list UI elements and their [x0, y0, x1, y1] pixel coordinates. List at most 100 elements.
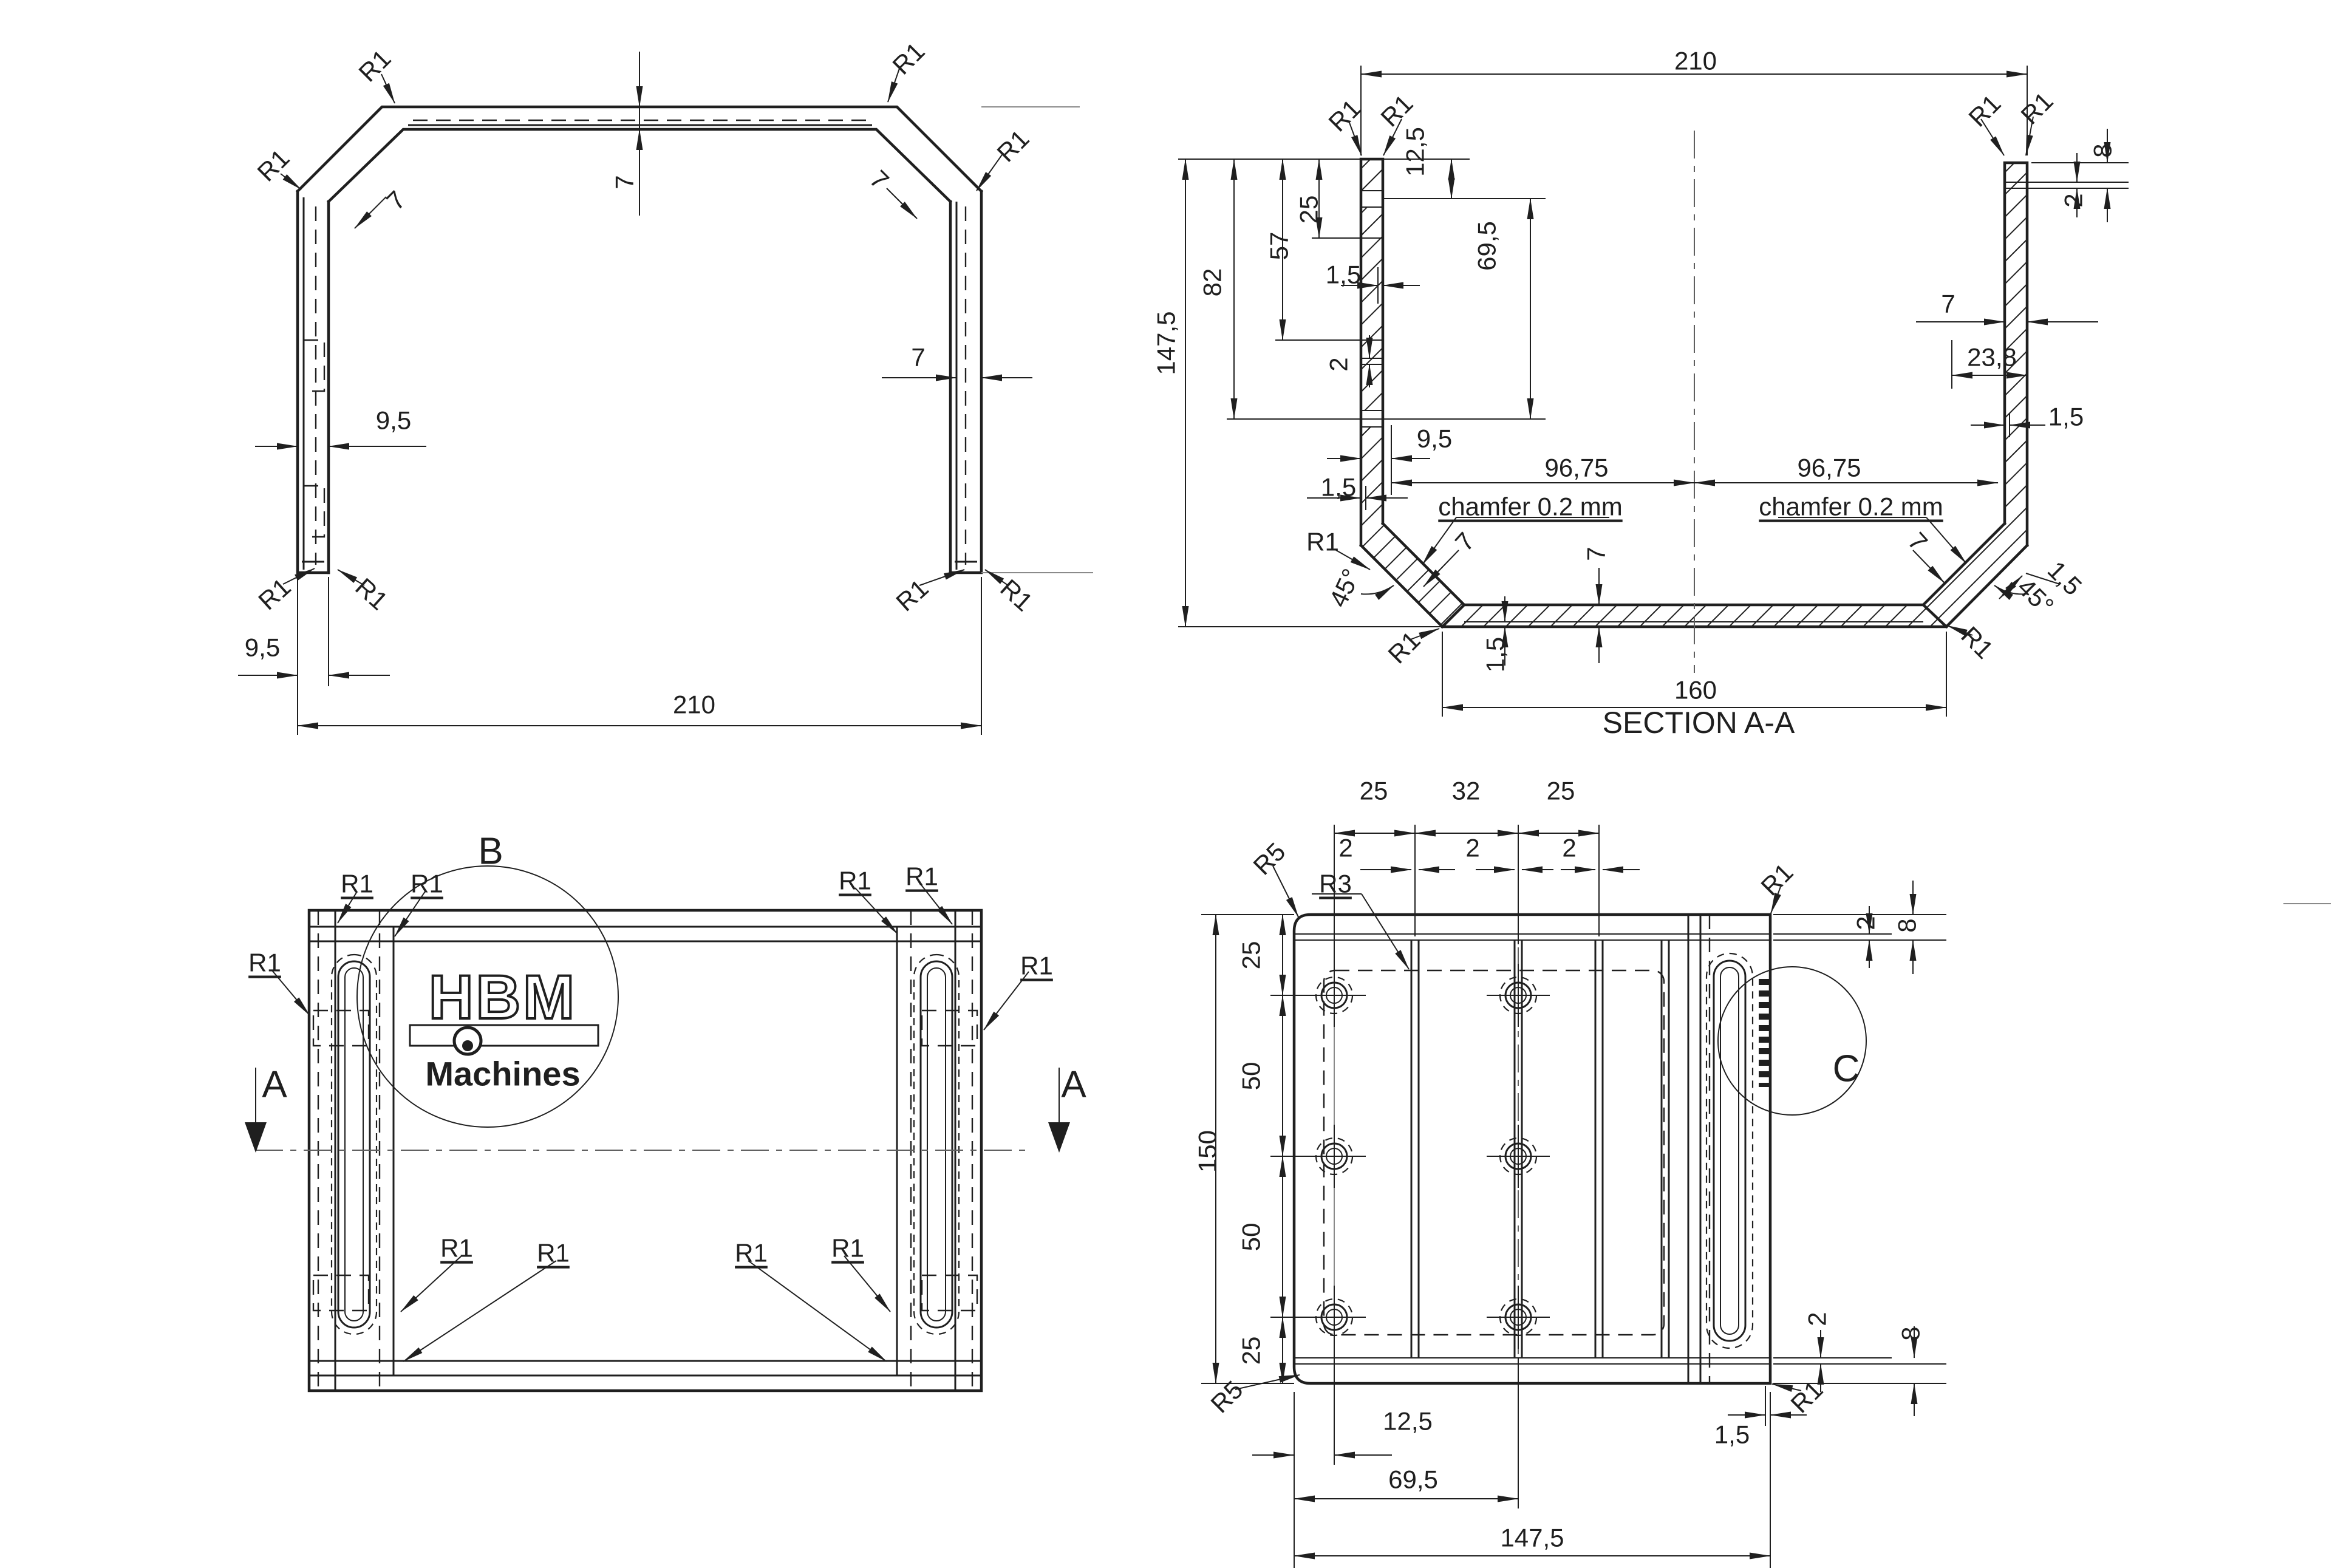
side-slot-hidden	[1705, 952, 1754, 1349]
leader-r1	[1408, 628, 1440, 641]
dim-label: 147,5	[1500, 1524, 1564, 1552]
slot-left-inner	[344, 967, 364, 1321]
leader-r5	[1235, 1374, 1300, 1390]
dim-label: chamfer 0.2 mm	[1759, 493, 1943, 521]
leader-r1	[2025, 116, 2034, 156]
section-arrow-letter: A	[262, 1064, 287, 1106]
leader-r1	[337, 569, 365, 586]
dim-label: 12,5	[1383, 1407, 1433, 1436]
dim-label: R1	[1323, 94, 1366, 137]
logo-bar	[409, 1024, 599, 1047]
leader-r1	[1335, 550, 1371, 570]
dim-label: 7	[1450, 527, 1481, 557]
leader-r1	[984, 569, 1009, 586]
slot-right-hidden	[913, 953, 960, 1335]
section-arrow-left: A	[245, 1064, 287, 1153]
side-band-lines	[1294, 933, 1770, 1365]
hole	[1303, 1125, 1366, 1188]
dim-label: 7	[610, 175, 639, 189]
dim-label: R1	[1955, 621, 1999, 664]
front-extension-lines	[297, 52, 982, 735]
detail-circle-b	[356, 865, 619, 1128]
dim-label: R1	[350, 573, 393, 616]
dim-1-5-chamfer	[1999, 575, 2023, 599]
dim-label: 23,8	[1967, 343, 2017, 372]
leader-1-5	[2025, 573, 2061, 585]
counterbored-holes	[1303, 964, 1550, 1349]
slot-right-outer	[919, 960, 953, 1329]
dim-label: R5	[1247, 837, 1290, 880]
dim-label: R1	[1755, 857, 1798, 901]
leader-7-chamfer	[354, 196, 387, 229]
slot-right-inner	[927, 967, 946, 1321]
logo-emblem-dot	[462, 1040, 473, 1051]
leader-r1	[282, 568, 315, 585]
dim-label: R1	[887, 36, 930, 80]
dim-label: 2	[1803, 1312, 1832, 1326]
dim-label: 32	[1452, 777, 1481, 805]
dim-label: R1	[353, 44, 396, 87]
detail-c-letter: C	[1833, 1048, 1860, 1090]
leader-7-chamfer	[886, 188, 918, 219]
dim-label: 2	[1338, 834, 1352, 862]
dim-label: R1	[440, 1234, 473, 1263]
front-hidden-slot-lower	[302, 485, 326, 538]
detail-circle-c	[1717, 966, 1867, 1116]
leader-r1	[400, 1255, 462, 1312]
side-slot-outer	[1713, 960, 1747, 1342]
hole	[1487, 1286, 1550, 1349]
leader-r1	[337, 891, 358, 924]
dim-label: 45°	[1323, 564, 1365, 611]
leader-r1	[976, 152, 1004, 191]
dim-label: 7	[1941, 290, 1955, 318]
dim-label: 147,5	[1152, 311, 1181, 375]
dim-label: 8	[1897, 1326, 1925, 1340]
leader-r1	[920, 884, 953, 925]
projection-lines	[981, 106, 1093, 573]
leader-r1	[403, 1260, 557, 1362]
dim-label: R1	[831, 1234, 864, 1263]
dim-label: R1	[2015, 86, 2058, 129]
side-hidden-pocket	[1323, 969, 1665, 1336]
hatch-left-chamfer	[1361, 523, 1464, 627]
dim-label: R1	[341, 870, 373, 898]
section-title: SECTION A-A	[1603, 706, 1795, 740]
wall-notch-upper	[1362, 191, 1382, 207]
dim-label: R1	[253, 573, 296, 616]
leader-r3	[1361, 893, 1410, 970]
dim-label: 8	[1893, 918, 1921, 932]
dim-label: chamfer 0.2 mm	[1438, 493, 1622, 521]
dim-label: R1	[1785, 1375, 1828, 1418]
dim-label: R1	[1375, 89, 1418, 132]
dim-label: 1,5	[1714, 1420, 1750, 1449]
dim-label: 25	[1295, 196, 1323, 224]
dim-label: 150	[1193, 1130, 1222, 1173]
dim-label: R1	[890, 574, 933, 617]
plate-step-lines	[1464, 182, 2012, 622]
dim-label: R1	[1382, 625, 1425, 669]
dim-label: 50	[1237, 1062, 1266, 1091]
dim-label: R1	[995, 574, 1038, 617]
dim-label: R1	[1020, 952, 1053, 980]
angle-45-left	[1360, 585, 1394, 600]
hatch-right-wall	[2005, 163, 2027, 545]
leader-r1	[919, 569, 965, 586]
plan-hidden-pad	[312, 1274, 370, 1312]
leader-r1	[271, 970, 310, 1016]
side-outline	[1292, 913, 1772, 1385]
dim-label: 96,75	[1797, 454, 1861, 482]
dim-label: 7	[381, 185, 411, 216]
logo-text-machines: Machines	[425, 1055, 580, 1093]
leader-r1	[1383, 118, 1402, 156]
dim-label: 9,5	[376, 406, 411, 435]
dim-label: 25	[1360, 777, 1388, 805]
side-view: C 25 32	[1193, 777, 1946, 1568]
leader-7-chamfer	[1423, 550, 1459, 587]
dim-label: 1,5	[1481, 637, 1510, 672]
dim-label: 50	[1237, 1223, 1266, 1252]
leader-r1	[1771, 1383, 1802, 1392]
